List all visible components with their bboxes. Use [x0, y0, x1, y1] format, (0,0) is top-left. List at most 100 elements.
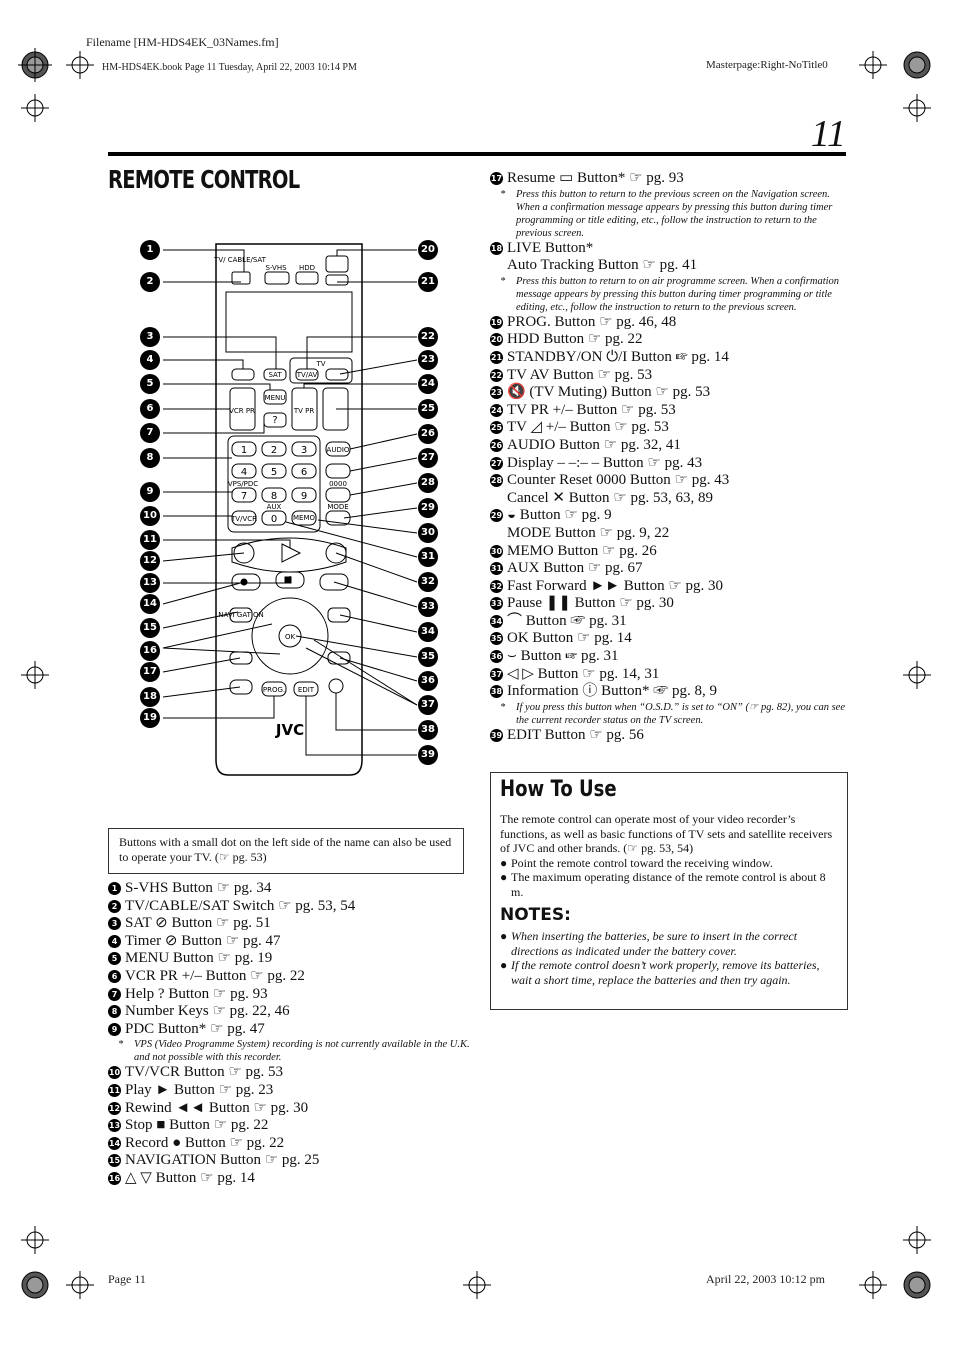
list-item-continued: Cancel ✕ Button ☞ pg. 53, 63, 89 [507, 489, 714, 506]
how-to-bullet: ●Point the remote control toward the rec… [500, 855, 773, 870]
label-vps-pdc: VPS/PDC [228, 480, 258, 488]
how-to-use-title: How To Use [500, 777, 617, 802]
callout-number: 10 [140, 506, 160, 526]
callout-number: 33 [418, 597, 438, 617]
label-sat: SAT [268, 371, 282, 379]
pdc-note: *VPS (Video Programme System) recording … [118, 1039, 470, 1064]
footer-date: April 22, 2003 10:12 pm [706, 1272, 825, 1286]
callout-number: 11 [140, 530, 160, 550]
list-item: 13 Stop ■ Button ☞ pg. 22 [108, 1117, 468, 1135]
callout-number: 13 [140, 573, 160, 593]
label-prog: PROG. [263, 686, 285, 694]
callout-number: 16 [140, 641, 160, 661]
page-number: 11 [810, 113, 846, 155]
label-hdd: HDD [299, 264, 315, 272]
label-menu: MENU [265, 394, 286, 402]
item-text: Stop ■ Button ☞ pg. 22 [125, 1117, 269, 1134]
tv-info-text: Buttons with a small dot on the left sid… [119, 835, 452, 864]
item-text: Rewind ◄◄ Button ☞ pg. 30 [125, 1099, 309, 1116]
item-number-badge: 13 [108, 1119, 121, 1133]
callout-number: 34 [418, 622, 438, 642]
list-item-continued: MODE Button ☞ pg. 9, 22 [507, 524, 670, 541]
header-filename: Filename [HM-HDS4EK_03Names.fm] [86, 35, 279, 49]
item-text: TV/CABLE/SAT Switch ☞ pg. 53, 54 [125, 897, 356, 914]
list-item: 23🔇 (TV Muting) Button ☞ pg. 53 [490, 384, 711, 401]
item-number-badge: 5 [108, 952, 121, 966]
item-number-badge: 2 [108, 899, 121, 913]
note-item: ●If the remote control doesn’t work prop… [500, 958, 820, 987]
callout-number: 14 [140, 594, 160, 614]
list-item: 2 TV/CABLE/SAT Switch ☞ pg. 53, 54 [108, 898, 468, 916]
callout-number: 29 [418, 498, 438, 518]
item-number-badge: 11 [108, 1083, 121, 1097]
callout-number: 9 [140, 482, 160, 502]
label-audio: AUDIO [327, 446, 350, 454]
item-text: Number Keys ☞ pg. 22, 46 [125, 1003, 290, 1020]
key-5: 5 [271, 467, 277, 478]
callout-number: 25 [418, 399, 438, 419]
callout-number: 20 [418, 240, 438, 260]
callout-number: 32 [418, 572, 438, 592]
item-number-badge: 15 [108, 1154, 121, 1168]
callout-number: 17 [140, 662, 160, 682]
key-6: 6 [301, 467, 307, 478]
header-bookline: HM-HDS4EK.book Page 11 Tuesday, April 22… [102, 62, 357, 73]
callout-number: 36 [418, 671, 438, 691]
callout-number: 39 [418, 745, 438, 765]
item-text: SAT ⊘ Button ☞ pg. 51 [125, 915, 271, 932]
key-3: 3 [301, 445, 307, 456]
list-item: 36⌣ Button ☞ pg. 31 [490, 648, 619, 665]
item-number-badge: 7 [108, 987, 121, 1001]
item-text: Timer ⊘ Button ☞ pg. 47 [125, 932, 281, 949]
label-tv-cable-sat: TV/ CABLE/SAT [213, 256, 267, 264]
callout-number: 5 [140, 374, 160, 394]
label-aux: AUX [267, 503, 282, 511]
label-counter: 0000 [329, 480, 347, 488]
callout-number: 28 [418, 473, 438, 493]
label-navigation: NAVI GATION [218, 611, 263, 619]
callout-number: 6 [140, 399, 160, 419]
notes-title: NOTES: [500, 905, 571, 925]
callout-number: 19 [140, 708, 160, 728]
list-item: 37◁ ▷ Button ☞ pg. 14, 31 [490, 665, 660, 682]
label-tv-av: TV/AV [296, 371, 318, 379]
info-note: *If you press this button when “O.S.D.” … [500, 701, 845, 726]
label-tv-pr: TV PR [293, 407, 315, 415]
label-help: ? [272, 415, 277, 426]
callout-number: 37 [418, 695, 438, 715]
callout-number: 1 [140, 240, 160, 260]
callout-number: 18 [140, 687, 160, 707]
item-text: Help ? Button ☞ pg. 93 [125, 985, 268, 1002]
item-text: △ ▽ Button ☞ pg. 14 [125, 1169, 255, 1186]
item-text: Play ► Button ☞ pg. 23 [125, 1081, 274, 1098]
footer-page: Page 11 [108, 1272, 146, 1286]
callout-number: 4 [140, 350, 160, 370]
list-item: 34⌒ Button ☞ pg. 31 [490, 612, 627, 629]
note-item: ●When inserting the batteries, be sure t… [500, 929, 798, 958]
how-to-use-box: How To Use The remote control can operat… [490, 772, 848, 1010]
label-tv-vcr: TV/VCR [230, 515, 257, 523]
item-number-badge: 10 [108, 1066, 121, 1080]
item-number-badge: 8 [108, 1005, 121, 1019]
label-svhs: S-VHS [265, 264, 287, 272]
how-to-use-intro: The remote control can operate most of y… [500, 812, 833, 855]
list-item: 16△ ▽ Button ☞ pg. 14 [108, 1170, 468, 1188]
